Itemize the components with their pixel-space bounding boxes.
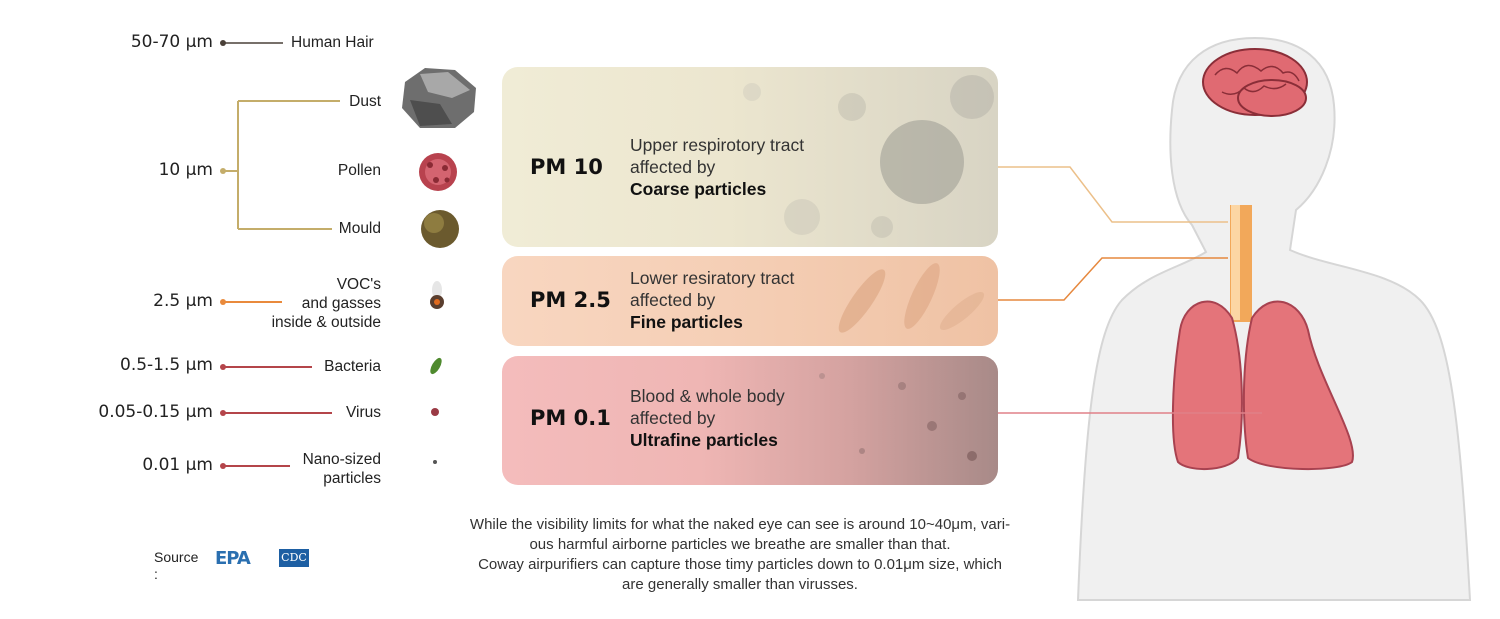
bacteria-texture xyxy=(838,263,985,333)
nano-particle-image xyxy=(433,460,437,464)
label-voc: VOC's and gasses inside & outside xyxy=(271,276,381,331)
label-bacteria: Bacteria xyxy=(324,358,381,375)
label-human-hair: Human Hair xyxy=(291,34,374,51)
label-pollen: Pollen xyxy=(337,162,381,179)
dust-image xyxy=(402,68,476,128)
label-virus: Virus xyxy=(345,404,381,421)
lungs-illustration xyxy=(1171,300,1354,471)
source-label: Source : xyxy=(154,549,199,582)
visibility-note: While the visibility limits for what the… xyxy=(469,516,1011,593)
pm10-description: Upper respirotory tract affected by Coar… xyxy=(630,135,805,199)
label-nano: Nano-sized particles xyxy=(302,451,381,487)
epa-logo: EPA xyxy=(215,548,251,569)
band-pm01: PM 0.1 Blood & whole body affected by Ul… xyxy=(502,356,998,485)
pm01-description: Blood & whole body affected by Ultrafine… xyxy=(630,386,785,450)
size-virus: 0.05-0.15 µm xyxy=(98,402,213,422)
size-hair: 50-70 µm xyxy=(130,32,213,52)
size-nano: 0.01 µm xyxy=(142,455,213,475)
mould-image xyxy=(421,210,459,248)
size-2-5um: 2.5 µm xyxy=(153,291,213,311)
pollen-texture xyxy=(743,75,994,238)
ultrafine-texture xyxy=(819,373,977,461)
pm01-label: PM 0.1 xyxy=(530,406,611,430)
band-pm10: PM 10 Upper respirotory tract affected b… xyxy=(502,67,998,247)
human-body-illustration xyxy=(1076,36,1472,601)
label-dust: Dust xyxy=(349,93,381,110)
pm25-label: PM 2.5 xyxy=(530,288,611,312)
cdc-logo: CDC xyxy=(279,549,309,567)
voc-image xyxy=(430,281,444,309)
band-pm25: PM 2.5 Lower resiratory tract affected b… xyxy=(502,256,998,346)
connector-pm25 xyxy=(998,257,1228,301)
pollen-image xyxy=(419,153,457,191)
connector-pm10 xyxy=(998,166,1228,223)
brain-illustration xyxy=(1202,48,1308,117)
pm25-description: Lower resiratory tract affected by Fine … xyxy=(630,268,795,332)
pm10-label: PM 10 xyxy=(530,155,603,179)
size-bacteria: 0.5-1.5 µm xyxy=(120,355,213,375)
bacteria-image xyxy=(430,357,442,375)
virus-image xyxy=(431,408,439,416)
label-mould: Mould xyxy=(338,220,381,237)
size-10um: 10 µm xyxy=(158,160,213,180)
